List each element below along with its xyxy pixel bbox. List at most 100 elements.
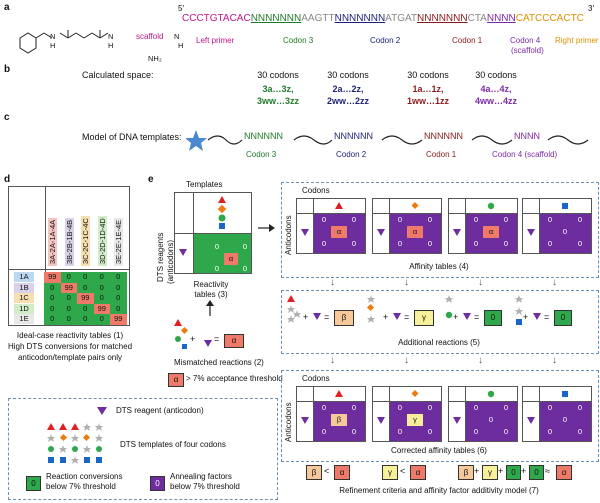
- label-codon2: Codon 2: [370, 36, 401, 45]
- down-arrow-icon: ↓: [404, 277, 409, 288]
- mismatch-equals: =: [214, 334, 220, 344]
- reactivity-table-glyphs: [179, 196, 227, 256]
- table-cell: 0: [93, 282, 110, 293]
- grey-star-icon: [287, 305, 295, 313]
- blue-square-icon: [527, 203, 568, 236]
- table-cell: 0: [577, 427, 583, 436]
- scaffold-label: scaffold: [136, 32, 164, 41]
- dna-template-model-title: Model of DNA templates:: [82, 132, 182, 142]
- seq-codon1: NNNNNNN: [417, 13, 468, 24]
- table-cell: 0: [351, 215, 357, 224]
- table-cell: 0: [577, 403, 583, 412]
- label-right-primer: Right primer: [555, 36, 599, 45]
- legend-purple-text2: below 7% threshold: [170, 482, 240, 491]
- rt-zero: 0: [242, 264, 248, 273]
- blue-square-icon: [219, 223, 225, 229]
- compound-h3-atom: H: [178, 41, 184, 50]
- table-divider: [297, 213, 365, 214]
- corrected-tables-box: [281, 370, 599, 462]
- panel-d-caption3: anticodon/template pairs only: [17, 353, 123, 362]
- reactivity-table: [174, 192, 252, 274]
- ref-zero-2: 0: [529, 465, 544, 480]
- table-cell: 0: [473, 403, 479, 412]
- table-cell: 0: [321, 239, 327, 248]
- affinity-tables-caption: Affinity tables (4): [409, 262, 469, 271]
- table-cell: 99: [110, 314, 127, 325]
- column-header: 3D-2D-1D-4D: [97, 216, 107, 266]
- down-arrow-icon: ↓: [478, 355, 483, 366]
- tables3-label: tables (3): [194, 290, 228, 299]
- row-header: 1D: [14, 303, 34, 314]
- table-cell: 0: [44, 314, 61, 325]
- table-cell: 0: [577, 239, 583, 248]
- orange-diamond-icon: [217, 204, 227, 214]
- rt-zero: 0: [214, 242, 220, 251]
- template-codon1-label: Codon 1: [426, 150, 457, 159]
- table-cell: 0: [351, 403, 357, 412]
- threshold-label: > 7% acceptance threshold: [186, 374, 283, 383]
- table-cell: 0: [321, 215, 327, 224]
- table-divider: [297, 401, 365, 402]
- seq-codon2: NNNNNNN: [334, 13, 386, 24]
- threshold-alpha: α: [168, 373, 184, 387]
- table-divider: [465, 199, 466, 253]
- table-cell: 99: [77, 293, 94, 304]
- template-codon1: NNNNNN: [424, 131, 463, 141]
- panel-b-label: b: [4, 64, 11, 75]
- table-cell: 0: [77, 282, 94, 293]
- table-divider: [313, 387, 314, 441]
- codon2-range1: 2a…2z,: [332, 84, 364, 94]
- seq-left-primer: CCCTGTACAC: [182, 13, 251, 24]
- down-arrow-icon: ↓: [478, 277, 483, 288]
- purple-triangle-icon: [179, 249, 187, 256]
- table-cell: 0: [577, 215, 583, 224]
- table-divider: [373, 213, 441, 214]
- center-cell: α: [331, 226, 347, 238]
- five-prime-label: 5′: [178, 4, 184, 13]
- purple-triangle-icon: [313, 313, 321, 320]
- red-triangle-icon: [174, 319, 182, 326]
- legend-purple-swatch: 0: [150, 476, 165, 491]
- table-cell: 0: [427, 239, 433, 248]
- codon3-count: 30 codons: [257, 70, 299, 80]
- grey-star-icon: [367, 295, 375, 303]
- table-cell: 0: [110, 303, 127, 314]
- template-codon2-label: Codon 2: [336, 150, 367, 159]
- add-zero-green-2: 0: [554, 310, 572, 326]
- affinity-anticodons-label: Anticodons: [284, 215, 293, 255]
- affinity-tables-box: [281, 182, 599, 278]
- legend-purple-triangle-icon: [97, 407, 107, 415]
- blue-square-icon: [527, 391, 568, 424]
- table-cell: 0: [93, 293, 110, 304]
- table-cell: 0: [44, 282, 61, 293]
- codon1-range2: 1ww…1zz: [406, 96, 449, 106]
- table-cell: 0: [473, 239, 479, 248]
- row-header: 1E: [14, 314, 34, 324]
- table-cell: 0: [110, 293, 127, 304]
- blue-square-icon: [182, 344, 187, 349]
- center-cell: 0: [488, 415, 494, 424]
- table-divider: [449, 401, 517, 402]
- table-cell: 0: [397, 215, 403, 224]
- table-cell: 0: [547, 403, 553, 412]
- column-header: 3B-2B-1B-4B: [64, 217, 74, 266]
- ref-alpha-3: α: [556, 465, 572, 480]
- table-cell: 0: [93, 314, 110, 325]
- table-cell: 0: [503, 239, 509, 248]
- ref-plus-2: +: [498, 466, 504, 476]
- table-cell: 0: [44, 303, 61, 314]
- legend-green-swatch: 0: [26, 476, 41, 491]
- down-arrow-icon: ↓: [330, 277, 335, 288]
- templates-label: Templates: [186, 180, 223, 189]
- additional-reactions-glyphs: [287, 295, 541, 325]
- compound-n-atom: N: [50, 32, 56, 41]
- row-header: 1B: [14, 282, 34, 293]
- legend-dts-reagent: DTS reagent (anticodon): [116, 406, 204, 415]
- blue-square-icon: [516, 319, 522, 325]
- table-cell: 99: [60, 282, 77, 293]
- up-arrow-icon: [206, 300, 214, 316]
